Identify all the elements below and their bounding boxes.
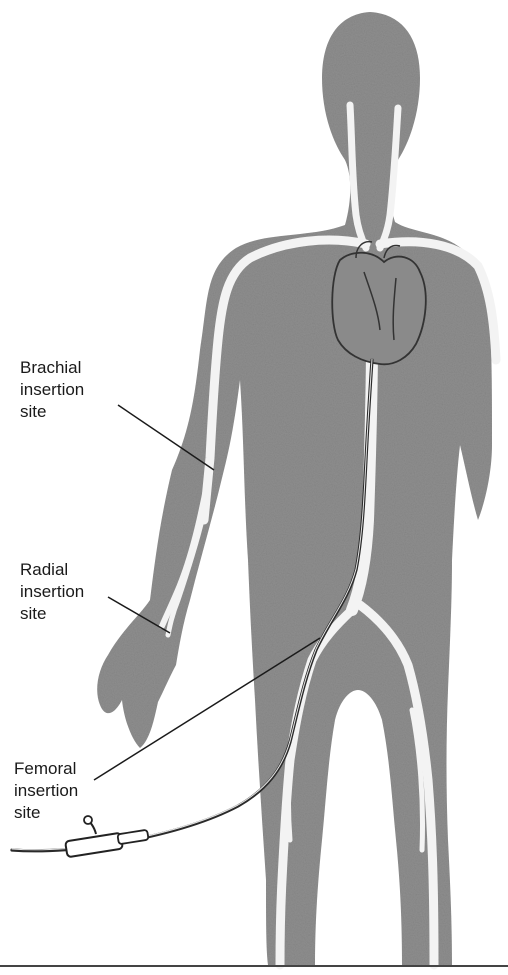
label-radial-insertion-site: Radial insertion site [20, 559, 84, 625]
label-radial-line-1: Radial [20, 559, 84, 581]
label-radial-line-3: site [20, 603, 84, 625]
label-femoral-line-2: insertion [14, 780, 78, 802]
label-brachial-insertion-site: Brachial insertion site [20, 357, 84, 423]
heart [332, 242, 426, 365]
label-radial-line-2: insertion [20, 581, 84, 603]
hub-sideport-cap [84, 816, 92, 824]
hub-tip [117, 830, 148, 845]
label-brachial-line-1: Brachial [20, 357, 84, 379]
label-brachial-line-3: site [20, 401, 84, 423]
label-femoral-line-1: Femoral [14, 758, 78, 780]
label-femoral-insertion-site: Femoral insertion site [14, 758, 78, 824]
label-brachial-line-2: insertion [20, 379, 84, 401]
heart-icon [332, 253, 426, 365]
hub-body [65, 833, 123, 858]
label-femoral-line-3: site [14, 802, 78, 824]
